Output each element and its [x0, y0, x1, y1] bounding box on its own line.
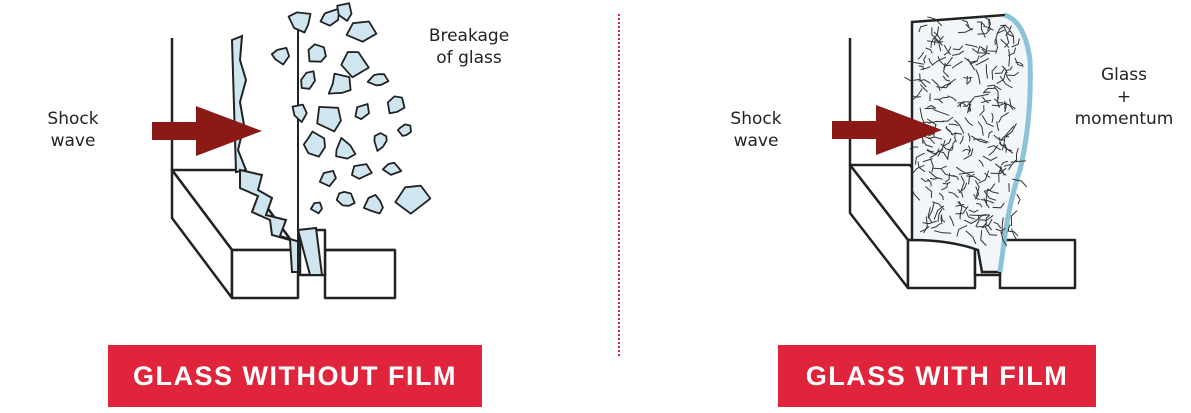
glass-shard	[289, 12, 311, 32]
shock-label-line1: Shock	[720, 108, 792, 130]
shock-label-line2: wave	[720, 130, 792, 152]
glass-momentum-label: Glass + momentum	[1064, 64, 1184, 130]
glass-shard	[395, 186, 430, 214]
glass-shard	[368, 74, 389, 85]
crack-stroke	[967, 76, 968, 84]
glass-shard	[301, 71, 315, 89]
glass-shard	[317, 107, 341, 131]
glass-shard	[309, 44, 326, 61]
glass-shard	[398, 124, 411, 135]
crack-stroke	[1011, 211, 1017, 226]
glass-shard	[329, 74, 351, 94]
glass-shard	[383, 163, 402, 175]
shock-wave-label: Shock wave	[720, 108, 792, 152]
shock-wave-arrow	[152, 106, 262, 156]
breakage-label-line1: Breakage	[414, 25, 524, 47]
glass-with-film-panel: Shock wave Glass + momentum GLASS WITH F…	[620, 0, 1191, 413]
glass-shard	[336, 138, 355, 159]
glass-shard	[337, 192, 355, 206]
glass-shards	[272, 3, 431, 214]
glass-without-film-banner: GLASS WITHOUT FILM	[108, 345, 482, 407]
glass-shard	[364, 195, 383, 214]
shock-label-line2: wave	[38, 130, 108, 152]
shock-label-line1: Shock	[38, 108, 108, 130]
window-sill	[172, 170, 395, 298]
banner-text: GLASS WITHOUT FILM	[133, 361, 457, 392]
banner-text: GLASS WITH FILM	[806, 361, 1068, 392]
shock-wave-label: Shock wave	[38, 108, 108, 152]
glass-shard	[311, 203, 322, 214]
glass-shard	[304, 132, 325, 157]
glass-shard	[352, 164, 372, 179]
glass-with-film-banner: GLASS WITH FILM	[778, 345, 1096, 407]
crack-stroke	[925, 108, 935, 109]
glass-shard	[347, 22, 377, 42]
glass-shard	[337, 3, 351, 21]
glass-shard	[321, 8, 340, 25]
glass-shard	[355, 104, 369, 119]
result-label-line1: Glass	[1064, 64, 1184, 86]
result-label-line2: +	[1064, 86, 1184, 108]
crack-stroke	[1017, 194, 1020, 204]
glass-shard	[388, 96, 405, 113]
glass-shard	[341, 52, 369, 77]
glass-shard	[293, 105, 307, 123]
glass-without-film-panel: Shock wave Breakage of glass GLASS WITHO…	[0, 0, 600, 413]
breakage-label-line2: of glass	[414, 47, 524, 69]
breakage-label: Breakage of glass	[414, 25, 524, 69]
glass-shard	[272, 48, 289, 65]
glass-shard	[374, 133, 386, 151]
glass-shard	[320, 171, 336, 186]
result-label-line3: momentum	[1064, 108, 1184, 130]
